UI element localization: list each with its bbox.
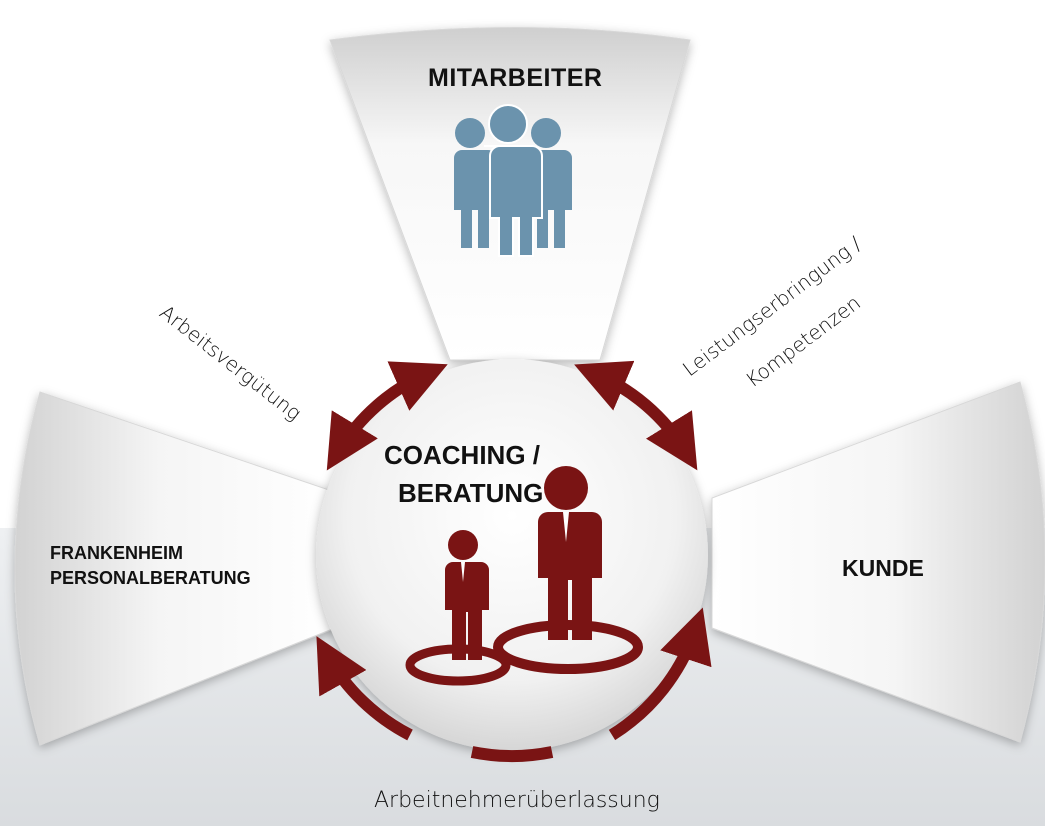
center-circle <box>316 359 708 751</box>
arc-bottom-left <box>316 636 413 741</box>
wedge-right <box>711 381 1045 743</box>
group-of-people-icon <box>452 104 572 257</box>
coaching-persons-icon <box>405 466 643 686</box>
arc-top-left <box>326 361 448 471</box>
node-label-left-line1: FRANKENHEIM <box>50 543 183 563</box>
node-label-right: KUNDE <box>842 555 924 581</box>
arc-top-right <box>574 360 698 471</box>
center-label-line1: COACHING / <box>384 440 540 470</box>
arc-bottom <box>470 746 554 762</box>
cycle-ring <box>316 360 712 762</box>
arc-bottom-right <box>608 607 712 741</box>
wedge-left <box>14 391 336 746</box>
edge-label-bottom: Arbeitnehmerüberlassung <box>374 788 660 813</box>
center-label-line2: BERATUNG <box>398 478 544 508</box>
node-label-left-line2: PERSONALBERATUNG <box>50 568 251 588</box>
node-label-top: MITARBEITER <box>428 64 603 92</box>
